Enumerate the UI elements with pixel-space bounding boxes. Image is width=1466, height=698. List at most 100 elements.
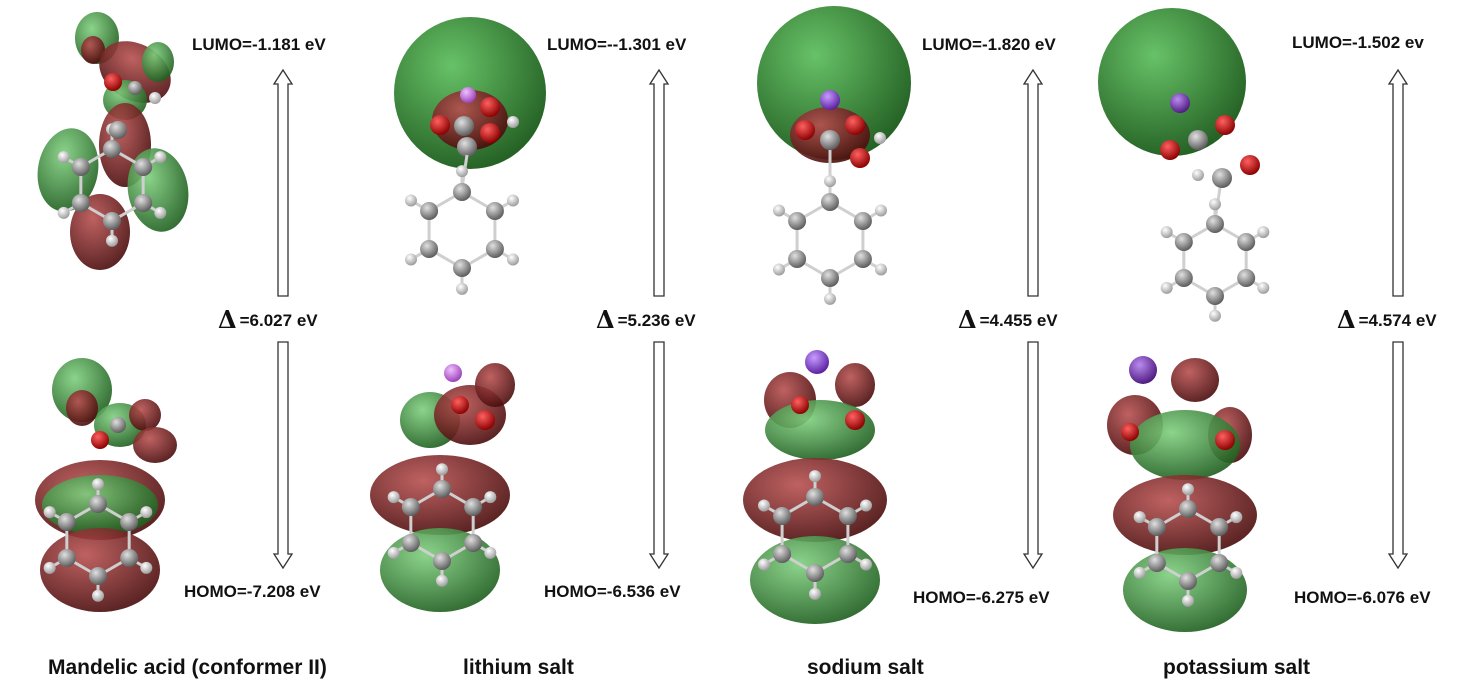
potassium-homo-carbon-atom	[1147, 518, 1166, 536]
sodium-lumo-hydrogen-atom	[824, 292, 836, 305]
lithium-homo-carbon-atom	[464, 534, 483, 552]
lithium-lumo-oxygen-atom	[430, 115, 450, 135]
mandelic-homo-carbon-atom	[89, 495, 107, 513]
potassium-lumo-carbon-atom	[1206, 287, 1224, 305]
mandelic-lumo-hydrogen-atom	[57, 151, 70, 164]
potassium-lumo-hydrogen-atom	[1192, 169, 1204, 181]
potassium-homo-hydrogen-atom	[1133, 566, 1146, 579]
lithium-homo-carbon-atom	[433, 552, 451, 570]
gap-label-potassium-salt: Δ=4.574 eV	[1337, 305, 1437, 334]
sodium-lumo-hydrogen-atom	[772, 204, 785, 217]
sodium-homo-hydrogen-atom	[860, 558, 873, 571]
lumo-lobe	[81, 36, 105, 64]
lithium-homo-oxygen-atom	[451, 396, 469, 414]
lumo-lobe	[142, 42, 174, 82]
potassium-lumo-carbon-atom	[1237, 233, 1256, 251]
potassium-homo-carbon-atom	[1179, 500, 1197, 518]
homo-label-sodium-salt: HOMO=-6.275 eV	[913, 588, 1050, 607]
sodium-homo-carbon-atom	[773, 507, 792, 525]
lumo-label-lithium-salt: LUMO=--1.301 eV	[547, 35, 687, 54]
lithium-lumo-hydrogen-atom	[507, 116, 519, 128]
mandelic-homo-hydrogen-atom	[140, 561, 153, 574]
potassium-lumo-hydrogen-atom	[1209, 198, 1221, 211]
delta-symbol: Δ	[958, 305, 977, 334]
potassium-lumo-oxygen-atom	[1240, 155, 1260, 175]
lithium-homo-atom	[444, 364, 462, 382]
lithium-lumo-hydrogen-atom	[456, 165, 468, 178]
sodium-lumo-oxygen-atom	[845, 115, 865, 135]
potassium-lumo-carbon-atom	[1206, 215, 1224, 233]
homo-label-potassium-salt: HOMO=-6.076 eV	[1294, 588, 1431, 607]
sodium-lumo-hydrogen-atom	[875, 263, 888, 276]
lithium-lumo-hydrogen-atom	[507, 253, 520, 266]
mandelic-lumo-carbon-atom	[128, 81, 142, 95]
mandelic-homo-hydrogen-atom	[43, 561, 56, 574]
homo-arrow-potassium-salt	[1387, 341, 1409, 570]
lithium-lumo-carbon-atom	[453, 259, 471, 277]
lithium-lumo-hydrogen-atom	[507, 194, 520, 207]
sodium-lumo-oxygen-atom	[850, 148, 870, 168]
lithium-lumo-carbon-atom	[454, 116, 474, 136]
potassium-homo-oxygen-atom	[1121, 423, 1139, 441]
lumo-label-potassium-salt: LUMO=-1.502 ev	[1292, 33, 1424, 52]
mandelic-lumo-carbon-atom	[71, 158, 90, 176]
sodium-lumo-carbon-atom	[788, 250, 807, 268]
lithium-homo-hydrogen-atom	[436, 574, 448, 587]
sodium-lumo-carbon-atom	[821, 193, 839, 211]
mandelic-lumo-carbon-atom	[103, 140, 121, 158]
sodium-homo-hydrogen-atom	[757, 558, 770, 571]
potassium-homo-carbon-atom	[1210, 518, 1229, 536]
caption-mandelic-acid: Mandelic acid (conformer II)	[48, 656, 327, 679]
lithium-lumo-hydrogen-atom	[404, 253, 417, 266]
sodium-homo-hydrogen-atom	[860, 499, 873, 512]
lithium-homo-carbon-atom	[401, 498, 420, 516]
lithium-lumo-carbon-atom	[485, 202, 504, 220]
potassium-homo-oxygen-atom	[1215, 430, 1235, 450]
mandelic-homo-oxygen-atom	[91, 431, 109, 449]
lithium-homo-carbon-atom	[401, 534, 420, 552]
lumo-arrow-sodium-salt	[1022, 68, 1044, 297]
gap-value: =4.455 eV	[979, 311, 1058, 330]
mandelic-lumo-carbon-atom	[71, 194, 90, 212]
lumo-arrow-mandelic-acid	[272, 68, 294, 297]
mandelic-lumo-carbon-atom	[134, 158, 153, 176]
mandelic-lumo-carbon-atom	[103, 212, 121, 230]
homo-lobe	[835, 363, 875, 407]
gap-value: =6.027 eV	[239, 311, 318, 330]
sodium-homo-hydrogen-atom	[757, 499, 770, 512]
mandelic-lumo-oxygen-atom	[104, 73, 122, 91]
homo-lobe	[66, 390, 98, 426]
sodium-lumo-carbon-atom	[821, 269, 839, 287]
potassium-homo-atom	[1129, 356, 1157, 384]
lithium-lumo-hydrogen-atom	[404, 194, 417, 207]
potassium-lumo-carbon-atom	[1174, 269, 1193, 287]
potassium-homo-hydrogen-atom	[1230, 511, 1243, 524]
homo-arrow-mandelic-acid	[272, 341, 294, 570]
delta-symbol: Δ	[596, 305, 615, 334]
sodium-lumo-hydrogen-atom	[874, 132, 886, 144]
lithium-lumo-hydrogen-atom	[456, 282, 468, 295]
lithium-homo-carbon-atom	[464, 498, 483, 516]
gap-label-mandelic-acid: Δ=6.027 eV	[218, 305, 318, 334]
potassium-lumo-oxygen-atom	[1160, 140, 1180, 160]
potassium-homo-carbon-atom	[1210, 554, 1229, 572]
potassium-lumo-hydrogen-atom	[1160, 281, 1173, 294]
lumo-big-lobe-potassium	[1098, 8, 1246, 156]
mandelic-homo-carbon-atom	[120, 549, 139, 567]
gap-label-lithium-salt: Δ=5.236 eV	[596, 305, 696, 334]
potassium-homo-hydrogen-atom	[1133, 511, 1146, 524]
lithium-lumo-carbon-atom	[457, 137, 477, 157]
homo-lobe	[1130, 410, 1240, 480]
mandelic-homo-hydrogen-atom	[140, 506, 153, 519]
homo-lobe	[475, 363, 515, 407]
lithium-homo-oxygen-atom	[475, 410, 495, 430]
sodium-lumo-carbon-atom	[853, 250, 872, 268]
gap-value: =4.574 eV	[1358, 311, 1437, 330]
sodium-homo-carbon-atom	[838, 507, 857, 525]
mandelic-lumo-hydrogen-atom	[149, 92, 161, 104]
mandelic-homo-carbon-atom	[57, 513, 76, 531]
lithium-homo-hydrogen-atom	[484, 491, 497, 504]
sodium-homo-oxygen-atom	[845, 410, 865, 430]
potassium-lumo-hydrogen-atom	[1257, 226, 1270, 239]
